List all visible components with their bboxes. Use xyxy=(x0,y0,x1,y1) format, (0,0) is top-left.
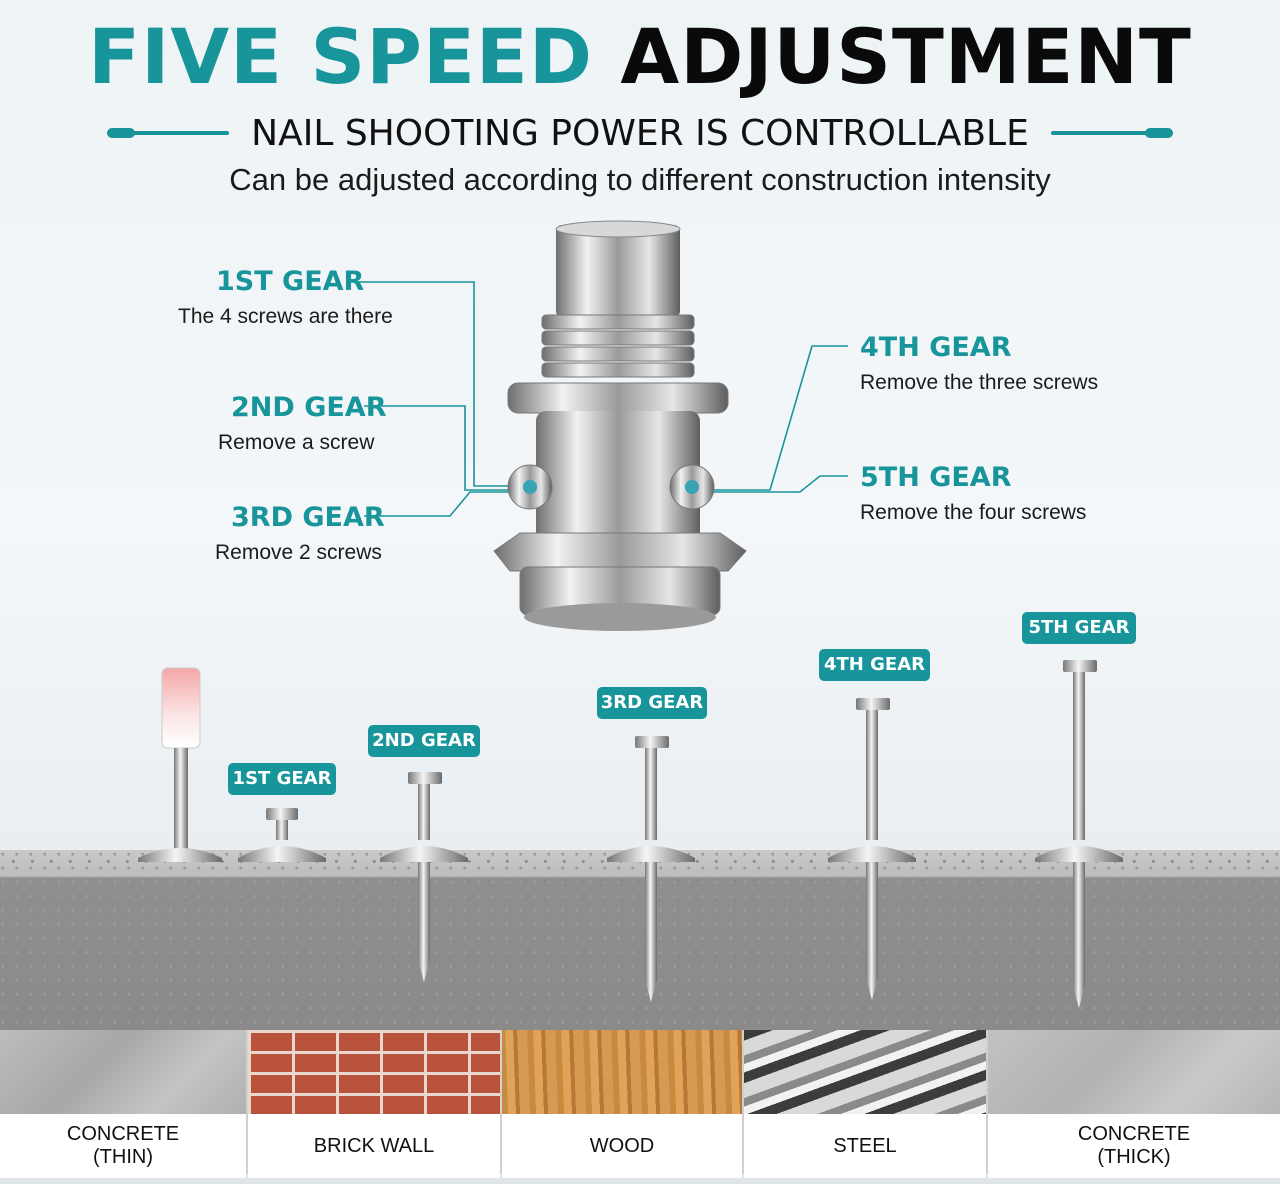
nail-gear-5 xyxy=(1035,660,1123,1008)
gear-title: 5TH GEAR xyxy=(860,462,1012,493)
nail-gear-3 xyxy=(607,736,695,1002)
material-label-line2: (THICK) xyxy=(1097,1146,1171,1168)
gear-title: 2ND GEAR xyxy=(231,392,387,423)
material-swatch-concrete-thin xyxy=(0,1030,246,1114)
callout-lines xyxy=(346,281,848,517)
nail-gear-1 xyxy=(238,808,326,862)
gear-desc: Remove a screw xyxy=(218,431,375,454)
material-swatch-wood xyxy=(502,1030,742,1114)
material-divider xyxy=(500,1030,502,1174)
material-swatch-concrete-thick xyxy=(988,1030,1280,1114)
callout-line-3 xyxy=(364,491,530,517)
material-label-line1: WOOD xyxy=(589,1134,655,1157)
callout-line-5 xyxy=(700,475,848,493)
decor-bar-left xyxy=(107,128,230,138)
material-label-concrete-thick: CONCRETE (THICK) xyxy=(988,1114,1280,1178)
material-label-line1: BRICK WALL xyxy=(313,1134,435,1157)
gear-label-1: 1ST GEAR The 4 screws are there xyxy=(178,266,478,329)
power-adjuster-illustration xyxy=(493,220,747,631)
nail-reference xyxy=(138,667,222,862)
nail-badge-1: 1ST GEAR xyxy=(228,763,336,795)
nail-gear-2 xyxy=(380,772,468,982)
callout-line-2 xyxy=(364,405,530,491)
nail-badge-4: 4TH GEAR xyxy=(819,649,930,681)
title-highlight: FIVE SPEED xyxy=(88,12,593,101)
nail-badge-2: 2ND GEAR xyxy=(368,725,480,757)
page-title: FIVE SPEED ADJUSTMENT xyxy=(0,14,1280,100)
gear-label-3: 3RD GEAR Remove 2 screws xyxy=(215,502,515,565)
gear-title: 4TH GEAR xyxy=(860,332,1012,363)
decor-bar-right xyxy=(1050,128,1173,138)
tagline: Can be adjusted according to different c… xyxy=(229,162,1051,197)
subtitle-row: NAIL SHOOTING POWER IS CONTROLLABLE xyxy=(0,108,1280,158)
gear-title: 3RD GEAR xyxy=(231,502,385,533)
material-swatch-steel xyxy=(744,1030,986,1114)
material-label-line1: CONCRETE xyxy=(66,1123,180,1145)
material-label-steel: STEEL xyxy=(744,1114,986,1178)
material-divider xyxy=(986,1030,988,1174)
gear-desc: Remove 2 screws xyxy=(215,541,382,564)
material-divider xyxy=(246,1030,248,1174)
subtitle: NAIL SHOOTING POWER IS CONTROLLABLE xyxy=(251,112,1029,154)
title-main: ADJUSTMENT xyxy=(620,12,1192,101)
material-label-line1: CONCRETE xyxy=(1077,1123,1191,1145)
gear-label-5: 5TH GEAR Remove the four screws xyxy=(860,462,1180,525)
nail-badge-3: 3RD GEAR xyxy=(597,687,707,719)
material-label-line1: STEEL xyxy=(833,1134,897,1157)
concrete-ground xyxy=(0,850,1280,1030)
nail-badge-5: 5TH GEAR xyxy=(1022,612,1136,644)
nail-gear-4 xyxy=(828,698,916,1000)
callout-line-1 xyxy=(346,281,530,487)
gear-desc: The 4 screws are there xyxy=(178,305,393,328)
material-label-concrete-thin: CONCRETE (THIN) xyxy=(0,1114,246,1178)
material-label-wood: WOOD xyxy=(502,1114,742,1178)
gear-label-4: 4TH GEAR Remove the three screws xyxy=(860,332,1180,395)
callout-line-4 xyxy=(700,345,848,491)
nails-illustration xyxy=(138,660,1123,1008)
gear-title: 1ST GEAR xyxy=(216,266,365,297)
material-swatch-brick xyxy=(248,1030,500,1114)
material-label-brick: BRICK WALL xyxy=(248,1114,500,1178)
material-divider xyxy=(742,1030,744,1174)
gear-desc: Remove the four screws xyxy=(860,501,1087,524)
gear-desc: Remove the three screws xyxy=(860,371,1099,394)
material-label-line2: (THIN) xyxy=(93,1146,153,1168)
gear-label-2: 2ND GEAR Remove a screw xyxy=(218,392,518,455)
